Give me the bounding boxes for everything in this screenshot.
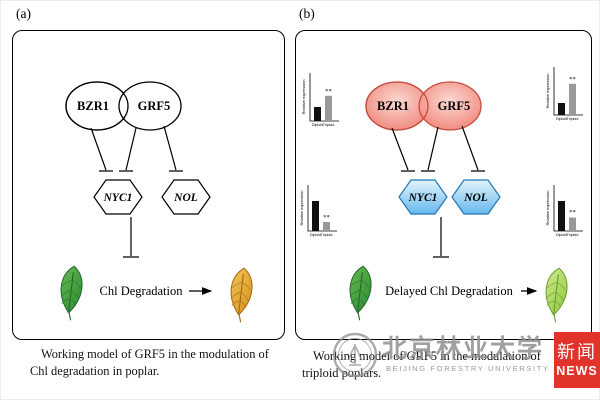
green-leaf-icon	[349, 265, 372, 321]
green-leaf-icon	[60, 265, 83, 321]
panel-b-box: Relative expression ** Diploid Triploid …	[295, 30, 592, 340]
grf5-text: GRF5	[138, 99, 171, 113]
nyc1-text: NYC1	[408, 192, 438, 204]
bar-triploid-grf5	[569, 83, 576, 115]
process-text-b: Delayed Chl Degradation	[385, 284, 513, 298]
svg-text:Triploid: Triploid	[567, 117, 579, 121]
gene-hexagons-a: NYC1 NOL	[93, 179, 211, 215]
nol-node	[451, 179, 501, 215]
panel-a-box: BZR1 GRF5 NYC1 NOL Chl Degradation	[12, 30, 285, 340]
bar-diploid-nol	[558, 201, 565, 231]
bar-diploid-bzr1	[314, 107, 321, 121]
tf-ellipses-b: BZR1 GRF5	[365, 81, 482, 131]
ylabel-nyc1: Relative expression	[299, 191, 304, 226]
ylabel-grf5: Relative expression	[545, 74, 550, 109]
svg-text:Diploid: Diploid	[312, 123, 323, 127]
repression-lines-a	[90, 125, 183, 258]
caption-a-line2: Chl degradation in poplar.	[30, 364, 160, 379]
nol-text: NOL	[463, 192, 488, 204]
bzr1-text: BZR1	[77, 99, 109, 113]
panel-b-caption: Working model of GRF5 in the modulation …	[302, 348, 590, 383]
mini-chart-nyc1: Relative expression ** Diploid Triploid	[299, 185, 337, 237]
tbar-grf5-nyc1	[119, 127, 137, 172]
svg-text:Diploid: Diploid	[310, 233, 321, 237]
panel-a-diagram: BZR1 GRF5 NYC1 NOL Chl Degradation	[60, 81, 253, 323]
tbar-genes-chl	[433, 217, 449, 258]
panel-b-diagram: Relative expression ** Diploid Triploid …	[299, 67, 583, 323]
tbar-genes-chl	[123, 217, 139, 258]
grf5-node	[418, 81, 482, 131]
svg-text:Diploid: Diploid	[556, 233, 567, 237]
sig-grf5: **	[569, 76, 576, 83]
bar-diploid-grf5	[558, 103, 565, 115]
mini-chart-grf5: Relative expression ** Diploid Triploid	[545, 67, 583, 121]
ylabel-nol: Relative expression	[545, 191, 550, 226]
bzr1-text: BZR1	[377, 99, 409, 113]
repression-lines-b	[391, 125, 485, 258]
mini-chart-nol: Relative expression ** Diploid Triploid	[545, 185, 583, 237]
caption-b-line1: Working model of GRF5 in the modulation …	[313, 349, 541, 363]
nyc1-node	[93, 179, 143, 215]
tbar-grf5-nol	[461, 125, 485, 172]
grf5-text: GRF5	[438, 99, 471, 113]
nol-node	[161, 179, 211, 215]
nol-text: NOL	[173, 192, 198, 204]
nyc1-node	[398, 179, 448, 215]
tbar-bzr1-nyc1	[90, 127, 113, 172]
panel-b-label: (b)	[299, 6, 315, 21]
ylabel-bzr1: Relative expression	[301, 80, 306, 115]
caption-a-line1: Working model of GRF5 in the modulation …	[41, 347, 269, 361]
sig-nol: **	[569, 209, 576, 216]
process-text-a: Chl Degradation	[100, 284, 184, 298]
panel-a-caption: Working model of GRF5 in the modulation …	[30, 346, 280, 381]
mini-chart-bzr1: Relative expression ** Diploid Triploid	[301, 73, 339, 127]
svg-text:Triploid: Triploid	[323, 123, 335, 127]
sig-bzr1: **	[325, 88, 332, 95]
grf5-node	[118, 81, 182, 131]
svg-text:Diploid: Diploid	[556, 117, 567, 121]
tf-ellipses-a: BZR1 GRF5	[65, 81, 182, 131]
tbar-grf5-nyc1	[421, 126, 439, 172]
caption-b-line2: triploid poplars.	[302, 366, 382, 381]
svg-text:Triploid: Triploid	[321, 233, 333, 237]
nyc1-text: NYC1	[103, 192, 133, 204]
senesced-leaf-icon	[230, 267, 253, 323]
bar-diploid-nyc1	[312, 201, 319, 231]
bar-triploid-nol	[569, 217, 576, 231]
sig-nyc1: **	[323, 214, 330, 221]
bar-triploid-bzr1	[325, 95, 332, 121]
tbar-bzr1-nyc1	[391, 127, 415, 172]
tbar-grf5-nol	[163, 125, 183, 172]
svg-text:Triploid: Triploid	[567, 233, 579, 237]
gene-hexagons-b: NYC1 NOL	[398, 179, 501, 215]
stay-green-leaf-icon	[545, 267, 568, 323]
panel-a-label: (a)	[16, 6, 31, 21]
bar-triploid-nyc1	[323, 222, 330, 231]
